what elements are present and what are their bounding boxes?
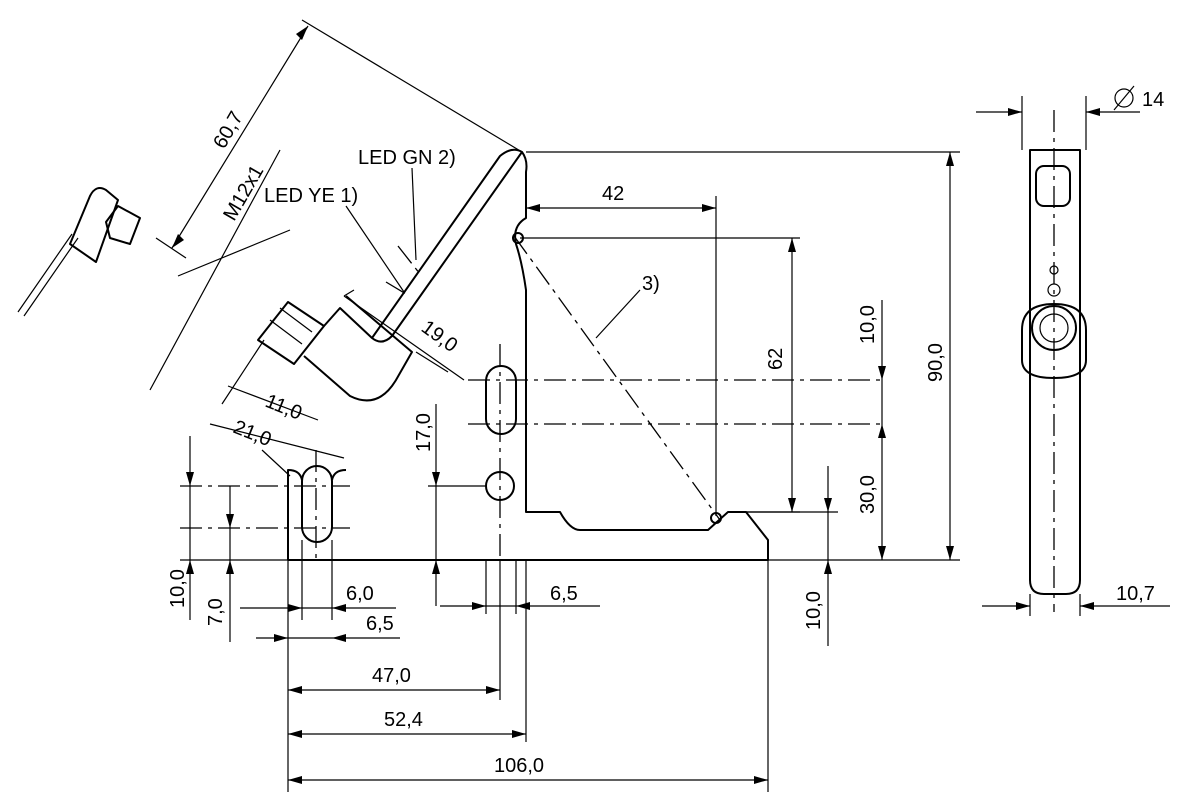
callout-labels: LED GN 2) LED YE 1) 3) xyxy=(264,147,660,295)
dim-106-0: 106,0 xyxy=(494,755,544,777)
dim-6-0: 6,0 xyxy=(346,583,374,605)
mounting-slots xyxy=(287,365,517,560)
gusset-centerline xyxy=(513,235,721,521)
dim-30-0: 30,0 xyxy=(857,475,879,514)
dim-7-0: 7,0 xyxy=(205,598,227,626)
sensor-body xyxy=(257,148,769,561)
dimension-lines xyxy=(149,19,960,792)
dim-52-4: 52,4 xyxy=(384,709,423,731)
dim-6-5-left: 6,5 xyxy=(366,613,394,635)
dim-47-0: 47,0 xyxy=(372,665,411,687)
note-3-label: 3) xyxy=(642,273,660,295)
dim-17-0: 17,0 xyxy=(413,413,435,452)
lower-slot xyxy=(301,465,333,543)
dim-21-0: 21,0 xyxy=(230,416,274,451)
diameter-icon xyxy=(1113,85,1135,111)
centerlines xyxy=(180,245,880,560)
cable-connector-icon xyxy=(17,187,141,317)
dim-10-7: 10,7 xyxy=(1116,583,1155,605)
dimension-texts: 60,7 M12x1 19,0 11,0 21,0 42 62 17,0 10,… xyxy=(167,89,1164,777)
dim-diameter: 14 xyxy=(1142,89,1164,111)
dim-62: 62 xyxy=(765,348,787,370)
dim-10-0-left: 10,0 xyxy=(167,569,189,608)
upper-slot xyxy=(485,365,517,435)
dim-19-0: 19,0 xyxy=(417,316,461,357)
dim-42: 42 xyxy=(602,183,624,205)
dim-10-0-bottom: 10,0 xyxy=(803,591,825,630)
dim-thread: M12x1 xyxy=(219,162,268,225)
dim-10-0-right: 10,0 xyxy=(857,305,879,344)
dim-6-5-right: 6,5 xyxy=(550,583,578,605)
dim-11-0: 11,0 xyxy=(262,390,305,424)
side-view xyxy=(976,85,1170,616)
led-ye-label: LED YE 1) xyxy=(264,185,358,207)
dim-90-0: 90,0 xyxy=(925,343,947,382)
led-gn-label: LED GN 2) xyxy=(358,147,456,169)
dim-60-7: 60,7 xyxy=(209,108,248,153)
